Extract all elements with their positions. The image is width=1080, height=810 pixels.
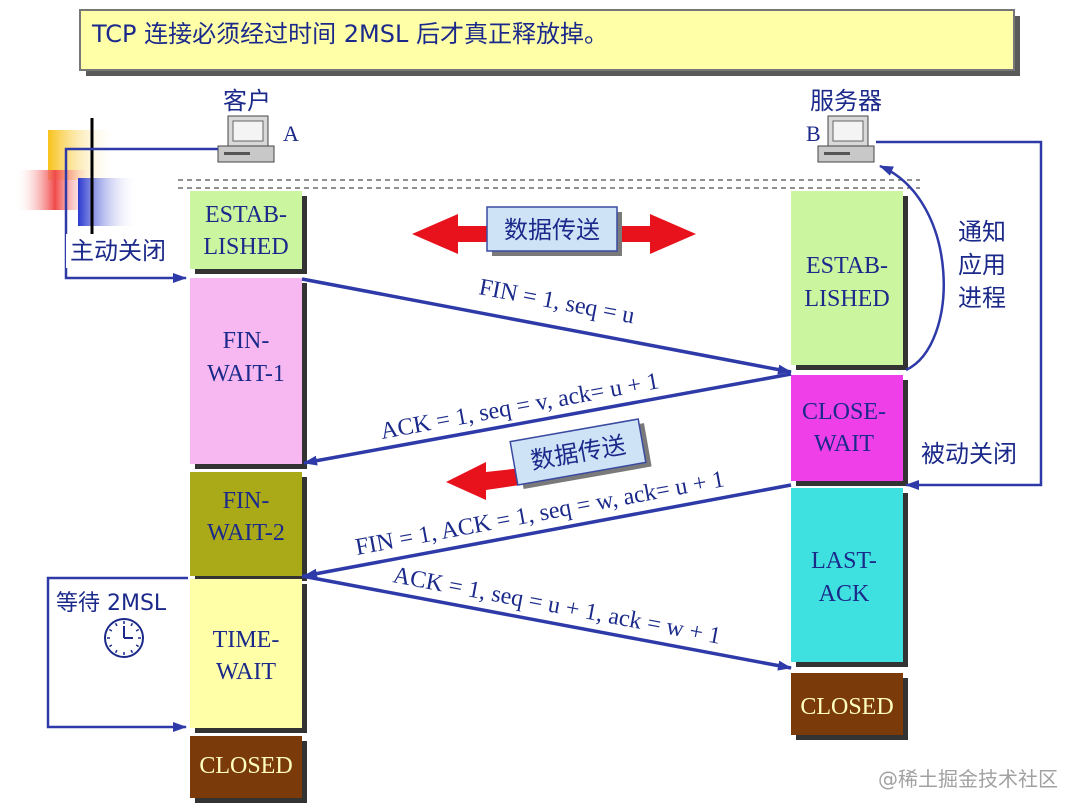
server-state-close-wait: CLOSE- WAIT — [791, 375, 908, 486]
server-state-closed: CLOSED — [791, 673, 908, 740]
data-transfer-label-1: 数据传送 — [504, 216, 600, 244]
svg-text:CLOSED: CLOSED — [800, 694, 893, 720]
watermark: @稀土掘金技术社区 — [878, 767, 1058, 791]
svg-text:WAIT-1: WAIT-1 — [207, 361, 285, 387]
svg-text:LAST-: LAST- — [811, 548, 877, 574]
server-state-last-ack: LAST- ACK — [791, 488, 908, 667]
active-close-connector — [64, 147, 218, 283]
client-state-closed: CLOSED — [190, 736, 307, 803]
svg-text:ESTAB-: ESTAB- — [806, 253, 888, 279]
active-close-label: 主动关闭 — [70, 237, 166, 265]
wait-2msl-connector — [46, 576, 188, 732]
wait-2msl-label: 等待 2MSL — [56, 591, 167, 616]
fin1-arrow — [301, 277, 792, 375]
notify-app-line-2: 应用 — [958, 251, 1006, 279]
ack2-arrow — [301, 574, 792, 671]
notify-app-arrow — [879, 164, 945, 372]
ack1-arrow — [303, 372, 792, 466]
svg-text:TIME-: TIME- — [213, 627, 280, 653]
fin2-arrow — [303, 483, 792, 579]
passive-close-connector — [876, 140, 1043, 490]
client-computer-icon — [217, 115, 275, 163]
data-transfer-arrow-1: 数据传送 — [412, 206, 696, 256]
client-state-time-wait: TIME- WAIT — [190, 579, 307, 733]
svg-text:LISHED: LISHED — [804, 286, 889, 312]
server-host-letter: B — [806, 121, 821, 146]
server-state-established: ESTAB- LISHED — [791, 191, 908, 370]
client-label: 客户 — [223, 87, 271, 115]
svg-text:CLOSE-: CLOSE- — [802, 399, 886, 425]
svg-text:FIN-: FIN- — [223, 488, 270, 514]
ack2-label: ACK = 1, seq = u + 1, ack = w + 1 — [391, 562, 723, 649]
passive-close-label: 被动关闭 — [921, 440, 1017, 468]
svg-text:WAIT: WAIT — [216, 659, 276, 685]
client-state-fin-wait-2: FIN- WAIT-2 — [190, 472, 307, 581]
client-state-established: ESTAB- LISHED — [190, 191, 307, 274]
svg-text:FIN-: FIN- — [223, 328, 270, 354]
banner-text: TCP 连接必须经过时间 2MSL 后才真正释放掉。 — [91, 20, 608, 48]
decorative-corner — [15, 118, 790, 240]
svg-text:ESTAB-: ESTAB- — [205, 202, 287, 228]
fin1-label: FIN = 1, seq = u — [477, 274, 637, 329]
svg-text:CLOSED: CLOSED — [199, 753, 292, 779]
client-host-letter: A — [283, 121, 299, 146]
svg-text:LISHED: LISHED — [203, 234, 288, 260]
server-label: 服务器 — [810, 87, 882, 115]
notify-app-line-3: 进程 — [958, 284, 1006, 312]
svg-text:ACK: ACK — [819, 581, 870, 607]
banner: TCP 连接必须经过时间 2MSL 后才真正释放掉。 — [79, 9, 1020, 76]
svg-text:WAIT-2: WAIT-2 — [207, 520, 285, 546]
server-computer-icon — [817, 115, 875, 163]
notify-app-line-1: 通知 — [958, 218, 1006, 246]
data-transfer-arrow-2: 数据传送 — [446, 418, 652, 500]
clock-icon — [104, 618, 144, 658]
client-state-fin-wait-1: FIN- WAIT-1 — [190, 278, 307, 469]
svg-text:WAIT: WAIT — [814, 431, 874, 457]
